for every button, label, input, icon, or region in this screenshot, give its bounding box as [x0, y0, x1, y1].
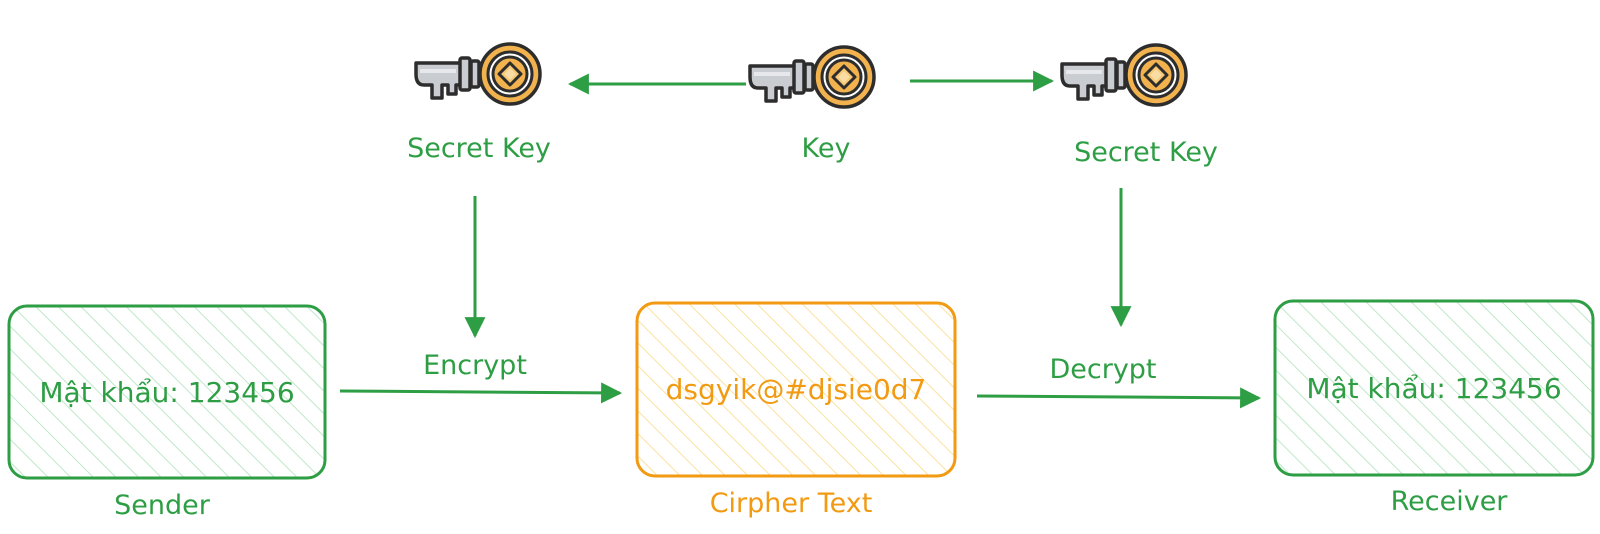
center-key-label: Key: [801, 133, 851, 164]
cipher-caption: Cirpher Text: [709, 488, 873, 519]
key-icon: [414, 42, 542, 106]
arrow-decrypt: [976, 387, 1262, 409]
cipher-box: [635, 301, 957, 478]
decrypt-label: Decrypt: [1049, 354, 1157, 385]
key-icon: [748, 45, 876, 109]
sender-box-text: Mật khẩu: 123456: [39, 375, 295, 409]
receiver-caption: Receiver: [1390, 486, 1508, 517]
key-icon: [1060, 43, 1188, 107]
arrow-encrypt: [339, 382, 623, 404]
right-key-label: Secret Key: [1074, 137, 1218, 168]
sender-box: [7, 304, 327, 480]
receiver-box: [1273, 299, 1595, 477]
receiver-box-text: Mật khẩu: 123456: [1306, 371, 1562, 405]
encrypt-label: Encrypt: [423, 350, 527, 381]
cipher-box-text: dsgyik@#djsie0d7: [665, 373, 927, 406]
left-key-label: Secret Key: [407, 133, 551, 164]
sender-caption: Sender: [114, 490, 210, 521]
